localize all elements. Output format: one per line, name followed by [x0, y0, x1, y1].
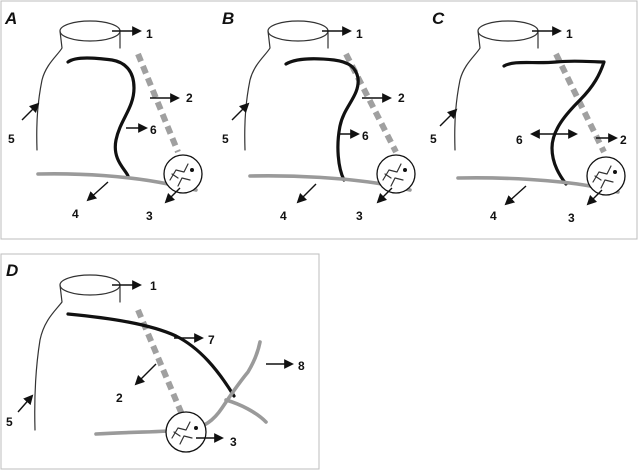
panel-a-arrow-5	[21, 102, 40, 121]
panel-c-vessel-left-line	[454, 30, 481, 151]
panel-a-label-4: 4	[72, 207, 79, 221]
panel-a-vessel-left-line	[36, 30, 63, 151]
panel-a-arrow-4	[86, 181, 109, 202]
panel-b-arrow-4	[296, 183, 317, 204]
panel-c-magnifier-circle	[586, 156, 626, 196]
panel-b-label-2: 2	[398, 91, 405, 105]
panel-b-magnifier-circle	[376, 154, 416, 194]
panel-c-arrow-4	[504, 185, 527, 206]
panel-b-label-6: 6	[362, 129, 369, 143]
panel-d-arrow-5	[17, 394, 34, 413]
panel-a-thick-vessel	[66, 56, 136, 178]
panel-d-label-1: 1	[150, 279, 157, 293]
panel-c-arrow-3	[586, 189, 603, 206]
panel-c-magnifier-dot	[613, 170, 617, 174]
panel-d-magnifier-circle	[165, 411, 207, 453]
panel-a-magnifier-dot	[190, 168, 194, 172]
panel-b-magnifier-dot	[403, 168, 407, 172]
panel-b: B 5 1 2 6 4 3	[222, 9, 416, 223]
panel-d-label-2: 2	[116, 391, 123, 405]
panel-d-arrow-2	[134, 363, 157, 386]
panel-b-label-3: 3	[356, 209, 363, 223]
panel-a-label-1: 1	[146, 27, 153, 41]
panel-b-vessel-left-line	[244, 30, 271, 151]
panel-a-label-3: 3	[146, 209, 153, 223]
panel-c: C 5 1 6 2 4 3	[430, 9, 627, 225]
panel-d-gray-vessel-main	[94, 340, 262, 436]
panel-c-thick-vessel	[502, 59, 606, 186]
panel-d-gray-vessel-branch	[224, 398, 268, 424]
panel-d-label-3: 3	[230, 435, 237, 449]
panel-d-magnifier-dot	[194, 426, 198, 430]
panel-a-label-5: 5	[8, 132, 15, 146]
panel-a: A 5 1 2 6 4 3	[4, 9, 203, 223]
panel-d-label: D	[6, 261, 18, 280]
panel-a-label-2: 2	[186, 91, 193, 105]
panel-d-vessel-left-line	[34, 284, 63, 431]
panel-b-magnifier-detail	[382, 163, 404, 187]
panel-c-magnifier-detail	[592, 165, 614, 189]
panel-d-label-8: 8	[298, 359, 305, 373]
panel-b-label: B	[222, 9, 234, 28]
panel-d-thick-vessel	[66, 312, 236, 398]
panel-c-dashed-vessel	[553, 52, 607, 154]
top-panel-frame	[0, 0, 638, 240]
panel-b-arrow-5	[231, 102, 250, 121]
panel-d: D 5 1 2 7 8 3	[6, 261, 305, 453]
panel-c-label: C	[432, 9, 445, 28]
panel-b-label-4: 4	[280, 209, 287, 223]
panel-c-label-4: 4	[490, 209, 497, 223]
panel-c-arrow-5	[439, 108, 458, 127]
panel-c-label-5: 5	[430, 132, 437, 146]
panel-b-label-5: 5	[222, 132, 229, 146]
panel-c-label-2: 2	[620, 133, 627, 147]
panel-b-thick-vessel	[284, 57, 360, 182]
panel-b-arrow-3	[376, 187, 393, 204]
panel-c-label-1: 1	[566, 27, 573, 41]
panel-d-magnifier-detail	[171, 421, 193, 445]
panel-c-label-3: 3	[568, 211, 575, 225]
panel-c-label-6: 6	[516, 133, 523, 147]
panel-d-label-5: 5	[6, 415, 13, 429]
panel-a-magnifier-detail	[169, 163, 191, 187]
panel-a-label: A	[4, 9, 17, 28]
panel-a-dashed-vessel	[135, 52, 181, 154]
panel-d-dashed-vessel	[135, 308, 189, 426]
panel-a-arrow-3	[164, 187, 181, 204]
panel-d-label-7: 7	[208, 333, 215, 347]
panel-a-label-6: 6	[150, 123, 157, 137]
panel-a-magnifier-circle	[163, 154, 203, 194]
panel-b-label-1: 1	[356, 27, 363, 41]
